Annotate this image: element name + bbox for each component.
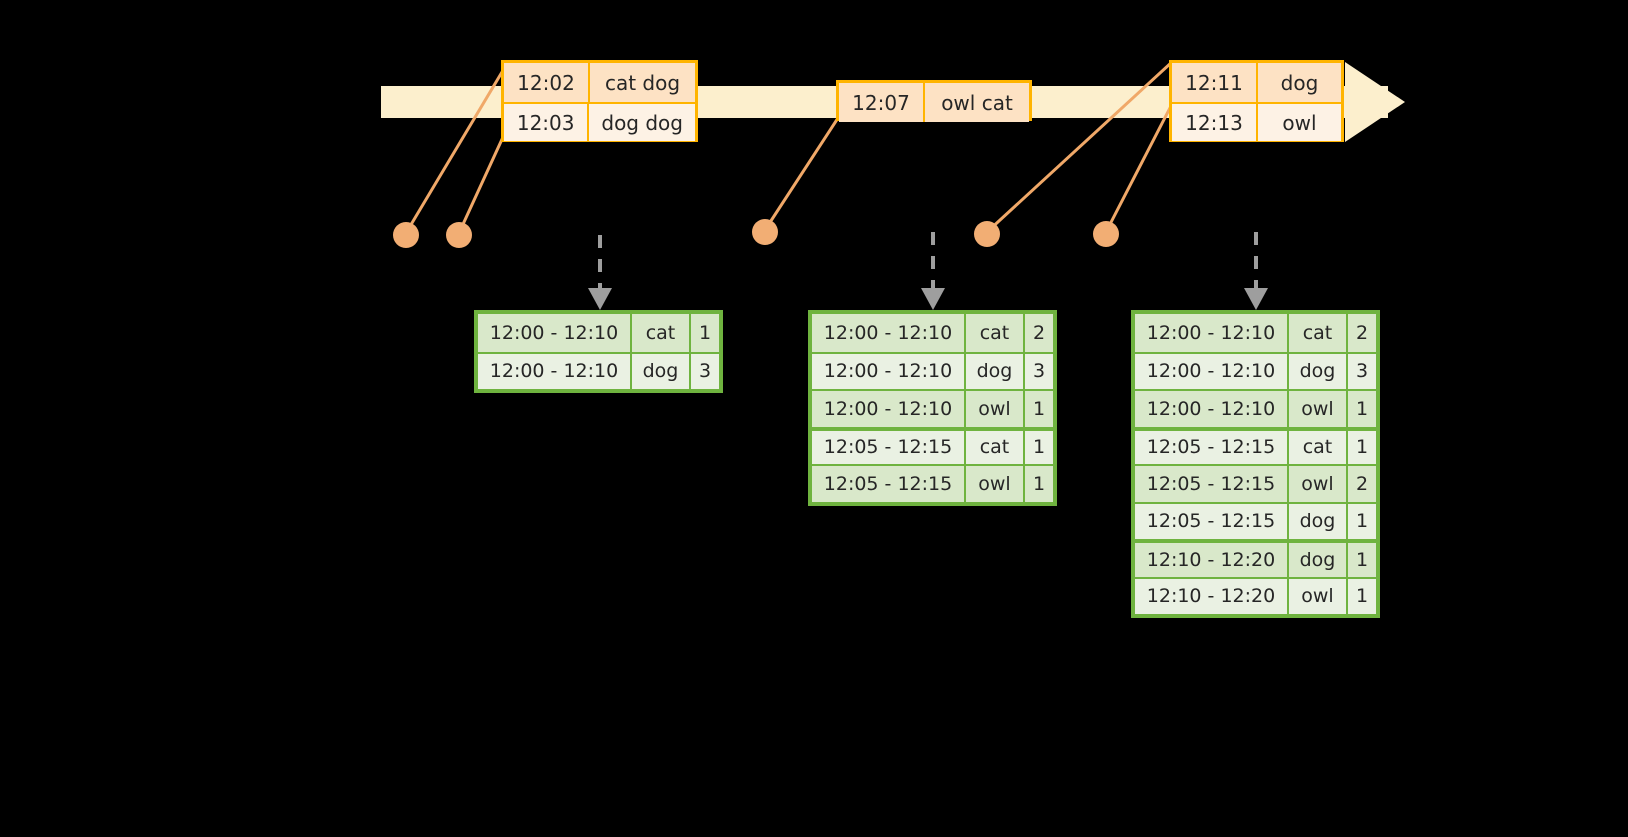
cell-window: 12:00 - 12:10 [1135,314,1289,352]
event-row[interactable]: 12:13 owl [1172,102,1341,141]
cell-count: 1 [1032,397,1046,420]
cell-key: cat [1289,430,1348,464]
dashed-arrow-3 [1244,232,1268,310]
cell-count: 2 [1032,321,1046,344]
dashed-arrows [588,232,1268,310]
event-group-2[interactable]: 12:07 owl cat [836,80,1032,122]
cell-key: cat [632,314,691,352]
cell-key: cat [966,430,1025,464]
cell-key: cat [966,314,1025,352]
cell-key: owl [1289,578,1348,614]
cell-count: 1 [1032,436,1046,459]
cell-count: 1 [1032,472,1046,495]
cell-window: 12:00 - 12:10 [1135,391,1289,427]
connector-dot-1 [393,222,419,248]
cell-window: 12:00 - 12:10 [812,314,966,352]
cell-window: 12:00 - 12:10 [812,391,966,427]
cell-count: 3 [698,360,712,383]
cell-count: 3 [1032,360,1046,383]
dashed-arrow-2 [921,232,945,310]
event-row[interactable]: 12:11 dog [1172,63,1341,102]
event-row[interactable]: 12:07 owl cat [839,83,1029,122]
cell-key: dog [632,353,691,389]
dashed-arrow-1 [588,235,612,310]
cell-count: 1 [1355,510,1369,533]
cell-count: 2 [1355,472,1369,495]
connector-dot-5 [1093,221,1119,247]
event-time: 12:13 [1172,104,1258,141]
cell-window: 12:00 - 12:10 [1135,353,1289,389]
cell-count: 3 [1355,360,1369,383]
event-value: dog [1280,70,1319,95]
cell-window: 12:05 - 12:15 [812,466,966,502]
event-group-1[interactable]: 12:02 cat dog 12:03 dog dog [501,60,698,142]
event-value: owl cat [941,90,1013,115]
event-time: 12:02 [504,63,590,102]
event-group-3[interactable]: 12:11 dog 12:13 owl [1169,60,1344,142]
cell-count: 1 [698,321,712,344]
cell-window: 12:10 - 12:20 [1135,578,1289,614]
cell-window: 12:05 - 12:15 [812,430,966,464]
cell-count: 1 [1355,397,1369,420]
event-value: owl [1282,110,1317,135]
event-time: 12:11 [1172,63,1258,102]
connector-dots [393,219,1119,248]
cell-count: 1 [1355,436,1369,459]
event-row[interactable]: 12:03 dog dog [504,102,695,141]
cell-key: owl [966,391,1025,427]
cell-window: 12:05 - 12:15 [1135,503,1289,539]
cell-window: 12:00 - 12:10 [478,353,632,389]
event-time: 12:03 [504,104,590,141]
connector-dot-4 [974,221,1000,247]
connector-dot-2 [446,222,472,248]
cell-count: 2 [1355,321,1369,344]
cell-key: dog [1289,503,1348,539]
cell-key: dog [1289,353,1348,389]
cell-count: 1 [1355,548,1369,571]
cell-key: owl [966,466,1025,502]
cell-key: dog [1289,543,1348,577]
event-row[interactable]: 12:02 cat dog [504,63,695,102]
event-time: 12:07 [839,83,925,122]
cell-key: owl [1289,391,1348,427]
cell-count: 1 [1355,585,1369,608]
cell-key: owl [1289,466,1348,502]
connector-dot-3 [752,219,778,245]
cell-window: 12:00 - 12:10 [478,314,632,352]
cell-key: cat [1289,314,1348,352]
cell-window: 12:05 - 12:15 [1135,466,1289,502]
event-value: dog dog [601,110,683,135]
cell-window: 12:00 - 12:10 [812,353,966,389]
cell-window: 12:05 - 12:15 [1135,430,1289,464]
cell-window: 12:10 - 12:20 [1135,543,1289,577]
event-value: cat dog [604,70,681,95]
cell-key: dog [966,353,1025,389]
